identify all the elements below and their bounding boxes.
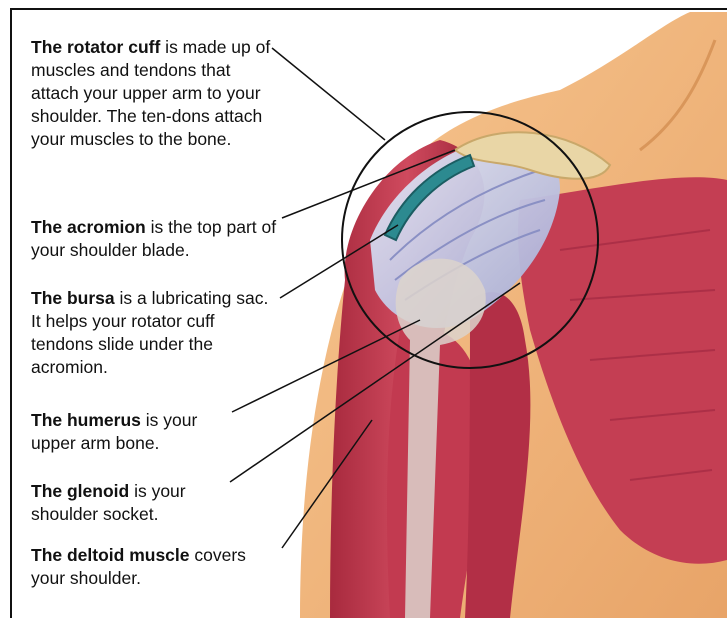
callout-deltoid: The deltoid muscle covers your shoulder. <box>31 544 276 590</box>
callout-term: The acromion <box>31 217 146 237</box>
callout-humerus: The humerus is your upper arm bone. <box>31 409 241 455</box>
leader-rotator-cuff <box>272 48 385 140</box>
callout-term: The glenoid <box>31 481 129 501</box>
callout-glenoid: The glenoid is your shoulder socket. <box>31 480 231 526</box>
callout-term: The bursa <box>31 288 115 308</box>
callout-term: The humerus <box>31 410 141 430</box>
callout-bursa: The bursa is a lubricating sac. It helps… <box>31 287 276 379</box>
callout-rotator-cuff: The rotator cuff is made up of muscles a… <box>31 36 281 151</box>
callout-acromion: The acromion is the top part of your sho… <box>31 216 291 262</box>
callout-term: The deltoid muscle <box>31 545 190 565</box>
callout-term: The rotator cuff <box>31 37 160 57</box>
